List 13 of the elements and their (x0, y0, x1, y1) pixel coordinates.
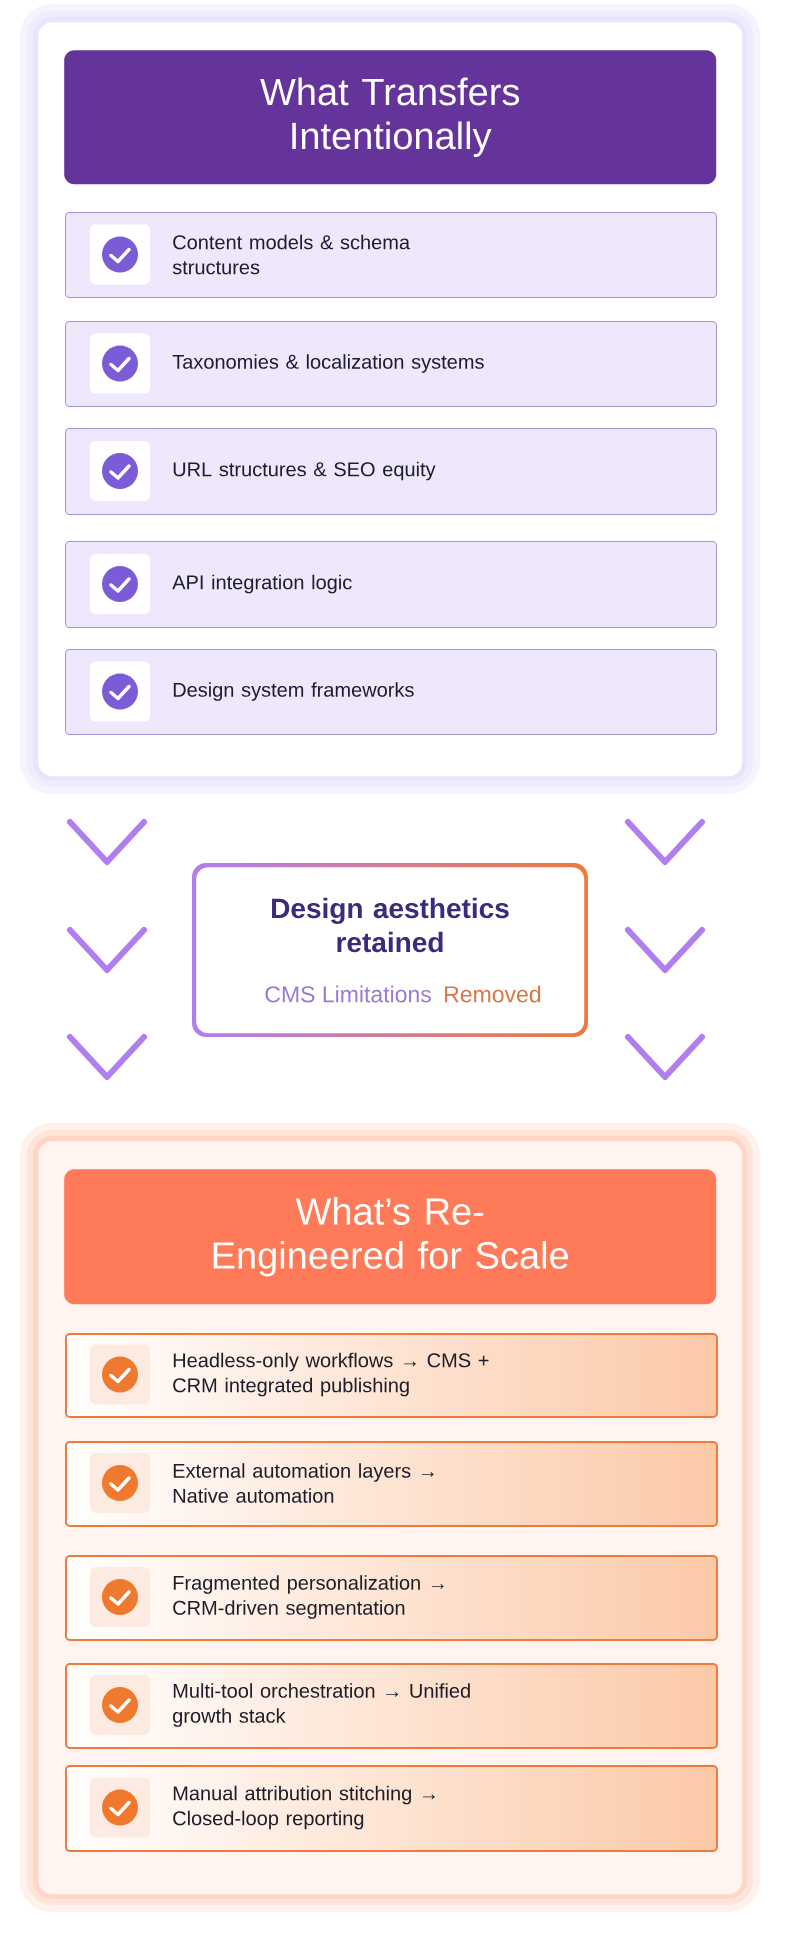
list-item-box: Manual attribution stitching → Closed-loop reporting (65, 1765, 718, 1852)
list-item-box: Design system frameworks (65, 649, 717, 735)
list-item-box: External automation layers → Native automation (65, 1441, 718, 1527)
list-item-box: Fragmented personalization → CRM-driven segmentation (65, 1555, 718, 1641)
list-item-box: Multi-tool orchestration → Unified growth stack (65, 1663, 718, 1749)
header-banner: What’s Re-Engineered for Scale (64, 1169, 717, 1305)
list-item-box: Headless-only workflows → CMS + CRM integrated publishing (65, 1333, 718, 1418)
callout-box: Design aesthetics retained CMS Limitations Removed (196, 867, 585, 1034)
list-item-box: Content models & schema structures (65, 212, 717, 298)
list-item-box: API integration logic (65, 541, 717, 628)
list-item-box: Taxonomies & localization systems (65, 321, 717, 407)
header-banner: What Transfers Intentionally (64, 50, 717, 185)
list-item-box: URL structures & SEO equity (65, 428, 717, 515)
